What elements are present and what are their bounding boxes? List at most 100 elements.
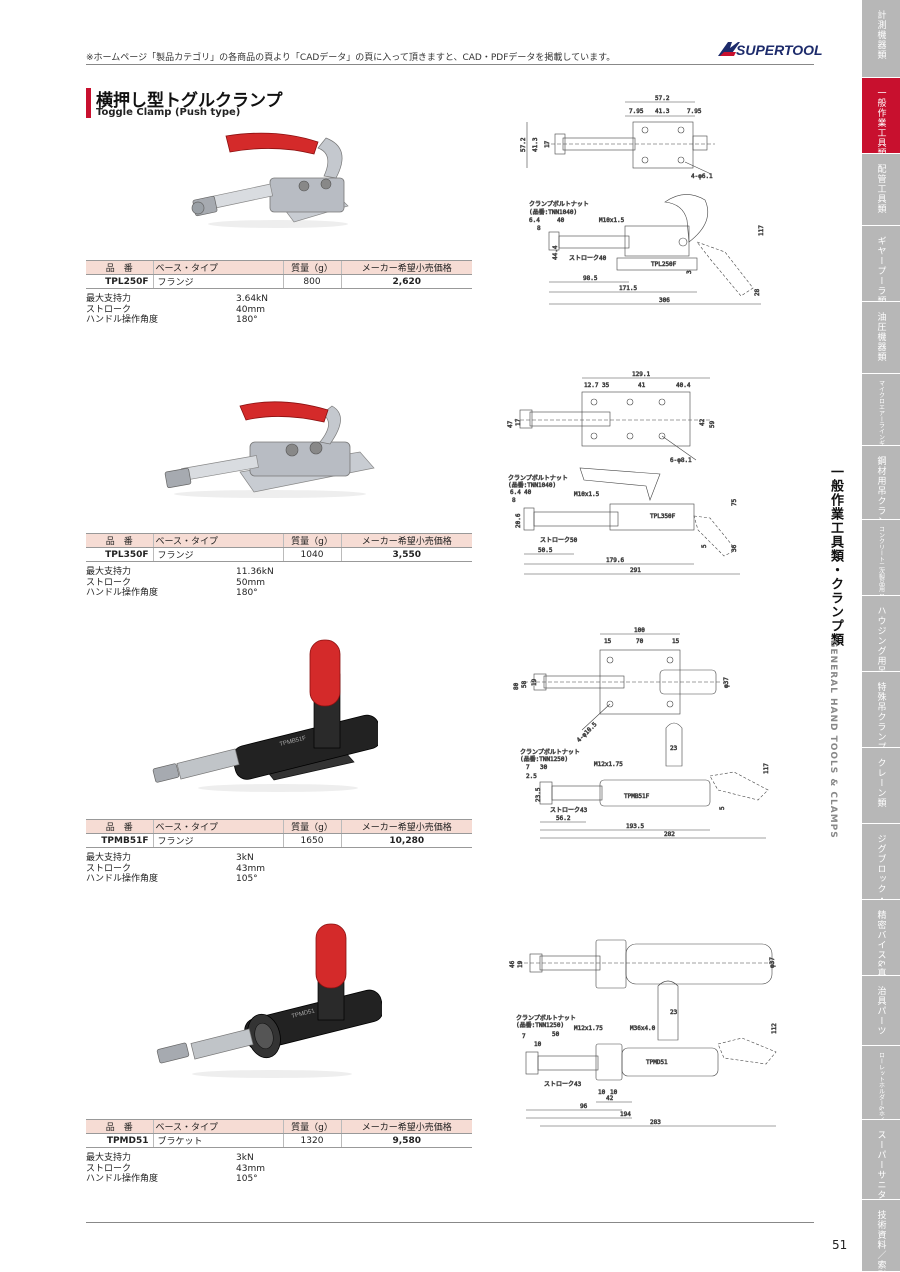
dim-label: 5	[719, 806, 726, 810]
prop-label: ハンドル操作角度	[86, 874, 159, 884]
dim-label: 10	[534, 1041, 542, 1048]
header-model: 品 番	[86, 1119, 153, 1134]
prop-value: 180°	[236, 315, 258, 325]
technical-drawing-tpmd51: 46 19 φ37 クランプボルトナット (品番:TNN1250) 7 50 1…	[509, 939, 778, 1127]
dim-label: 12.7	[584, 382, 599, 389]
dim-label: 291	[630, 567, 641, 574]
product-photo-tpl350f	[164, 401, 375, 498]
dim-label: 194	[620, 1111, 631, 1118]
bolt-spec-label: (品番:TNN1250)	[516, 1022, 564, 1029]
dim-label: 117	[763, 763, 770, 774]
header-model: 品 番	[86, 260, 153, 275]
sidebar-item-vise[interactable]: 精密バイス&真空チャック	[862, 900, 900, 1029]
technical-drawing-tpmb51f: 100 15 70 15 80 58 19 φ37 4-φ10.5 クランプボル…	[513, 627, 770, 839]
prop-value: 3kN	[236, 853, 254, 863]
product-photo-tpl250f	[191, 132, 349, 228]
bolt-nut-label: クランプボルトナット	[520, 748, 580, 756]
sidebar-item-steel-clamp[interactable]: 鋼材用吊クランプ類	[862, 446, 900, 546]
dim-label: 40.4	[676, 382, 691, 389]
dim-label: 15	[604, 638, 612, 645]
dim-label: 23	[670, 1009, 678, 1016]
dim-label: 7.95	[629, 108, 644, 115]
dim-label: 50	[552, 1031, 560, 1038]
footer-rule	[86, 1222, 814, 1223]
dim-label: 20.6	[515, 513, 522, 528]
sidebar-item-knurl-holder[interactable]: ローレットホルダー&ホイール バイトホルダー&バイト	[862, 1046, 900, 1201]
bolt-spec-label: (品番:TNN1040)	[508, 482, 556, 489]
dim-label: 96	[580, 1103, 588, 1110]
sidebar-item-label: 油圧機器類	[875, 312, 886, 362]
product-photo-tpmd51: TPMD51	[156, 923, 382, 1078]
brand-text: SUPERTOOL	[736, 42, 823, 58]
sidebar-item-measuring[interactable]: 計測機器類	[862, 0, 900, 78]
price-cell: 10,280	[340, 833, 472, 848]
dim-label: 117	[758, 225, 765, 236]
prop-value: 43mm	[236, 863, 265, 874]
sidebar-item-technical-index[interactable]: 技術資料／索引	[862, 1200, 900, 1272]
spec-header-row: 品 番 ベース・タイプ 質量（g） メーカー希望小売価格	[86, 533, 472, 548]
sidebar-item-label: ギヤープーラ類	[875, 236, 886, 306]
sidebar-item-special-clamp[interactable]: 特殊吊クランプ類	[862, 672, 900, 762]
section-title: 一般作業工具類・クランプ類	[828, 465, 843, 647]
dim-label: 6.4	[510, 489, 521, 496]
marking-label: TPL250F	[651, 261, 677, 268]
table-row: TPMD51 ブラケット 1320 9,580	[86, 1133, 472, 1148]
dim-label: 10	[598, 1089, 606, 1096]
sidebar-item-general-tools[interactable]: 一般作業工具類・クランプ類	[862, 78, 900, 218]
cad-notice: ※ホームページ「製品カテゴリ」の各商品の頁より「CADデータ」の頁に入って頂きま…	[86, 53, 616, 63]
dim-label: 30	[540, 764, 548, 771]
stroke-label: ストローク40	[569, 255, 607, 262]
sidebar-item-hydraulic[interactable]: 油圧機器類	[862, 302, 900, 374]
header-rule	[86, 64, 814, 65]
sidebar-item-crane[interactable]: クレーン類	[862, 748, 900, 824]
base-cell: フランジ	[152, 833, 283, 848]
prop-value: 180°	[236, 588, 258, 598]
model-cell: TPMB51F	[86, 833, 153, 848]
bolt-nut-label: クランプボルトナット	[516, 1014, 576, 1022]
model-cell: TPMD51	[86, 1133, 153, 1148]
hole-label: 4-φ6.1	[691, 173, 713, 180]
dim-label: 7.95	[687, 108, 702, 115]
dim-label: 98.5	[583, 275, 598, 282]
sidebar-item-label: 一般作業工具類・クランプ類	[875, 88, 886, 218]
table-row: TPL350F フランジ 1040 3,550	[86, 547, 472, 562]
dim-label: 17	[544, 140, 551, 148]
dim-label: 8	[512, 497, 516, 504]
sidebar-item-label: 計測機器類	[875, 10, 886, 60]
dim-label: 42	[699, 418, 706, 426]
dim-label: 41.3	[655, 108, 670, 115]
prop-value: 3.64kN	[236, 294, 268, 304]
sidebar-item-piping[interactable]: 配管工具類	[862, 154, 900, 226]
dim-label: 46	[509, 960, 516, 968]
marking-label: TPMB51F	[624, 793, 650, 800]
sidebar-item-gear-puller[interactable]: ギヤープーラ類	[862, 226, 900, 306]
prop-label: 最大支持力	[86, 294, 132, 304]
dim-label: 8	[537, 225, 541, 232]
dim-label: 7	[526, 764, 530, 771]
dim-label: 75	[731, 498, 738, 506]
dim-label: 6.4	[529, 217, 540, 224]
sidebar-item-label: 精密バイス&真空チャック	[875, 910, 886, 1029]
dim-label: 19	[517, 960, 524, 968]
dim-label: 50.5	[538, 547, 553, 554]
dim-label: 36	[731, 544, 738, 552]
page-subtitle: Toggle Clamp (Push type)	[96, 107, 241, 118]
sidebar-item-jig-block[interactable]: ジグブロック・プレート	[862, 824, 900, 944]
sidebar-item-sanitary[interactable]: スーパーサニタリー	[862, 1120, 900, 1220]
sidebar-item-label: 技術資料／索引	[875, 1210, 886, 1272]
section-title-en: GENERAL HAND TOOLS & CLAMPS	[828, 640, 838, 839]
prop-value: 105°	[236, 874, 258, 884]
header-model: 品 番	[86, 533, 153, 548]
sidebar-item-jig-parts[interactable]: 治具パーツ	[862, 976, 900, 1046]
header-price: メーカー希望小売価格	[340, 533, 472, 548]
prop-label: ハンドル操作角度	[86, 588, 159, 598]
model-cell: TPL350F	[86, 547, 153, 562]
dim-label: 3	[686, 270, 693, 274]
header-weight: 質量（g）	[282, 1119, 341, 1134]
sidebar-item-housing-clamp[interactable]: ハウジング用吊クランプ類	[862, 596, 900, 726]
sidebar-item-concrete-clamp[interactable]: コンクリート二次製品用 吊クランプ類	[862, 520, 900, 630]
sidebar-item-micro-airline[interactable]: マイクロエアーラインギヤーム スーパー鉄棒パー	[862, 374, 900, 514]
dim-label: 41	[638, 382, 646, 389]
dim-label: φ37	[723, 677, 730, 688]
photo-marking: TPMD51	[291, 1008, 316, 1020]
